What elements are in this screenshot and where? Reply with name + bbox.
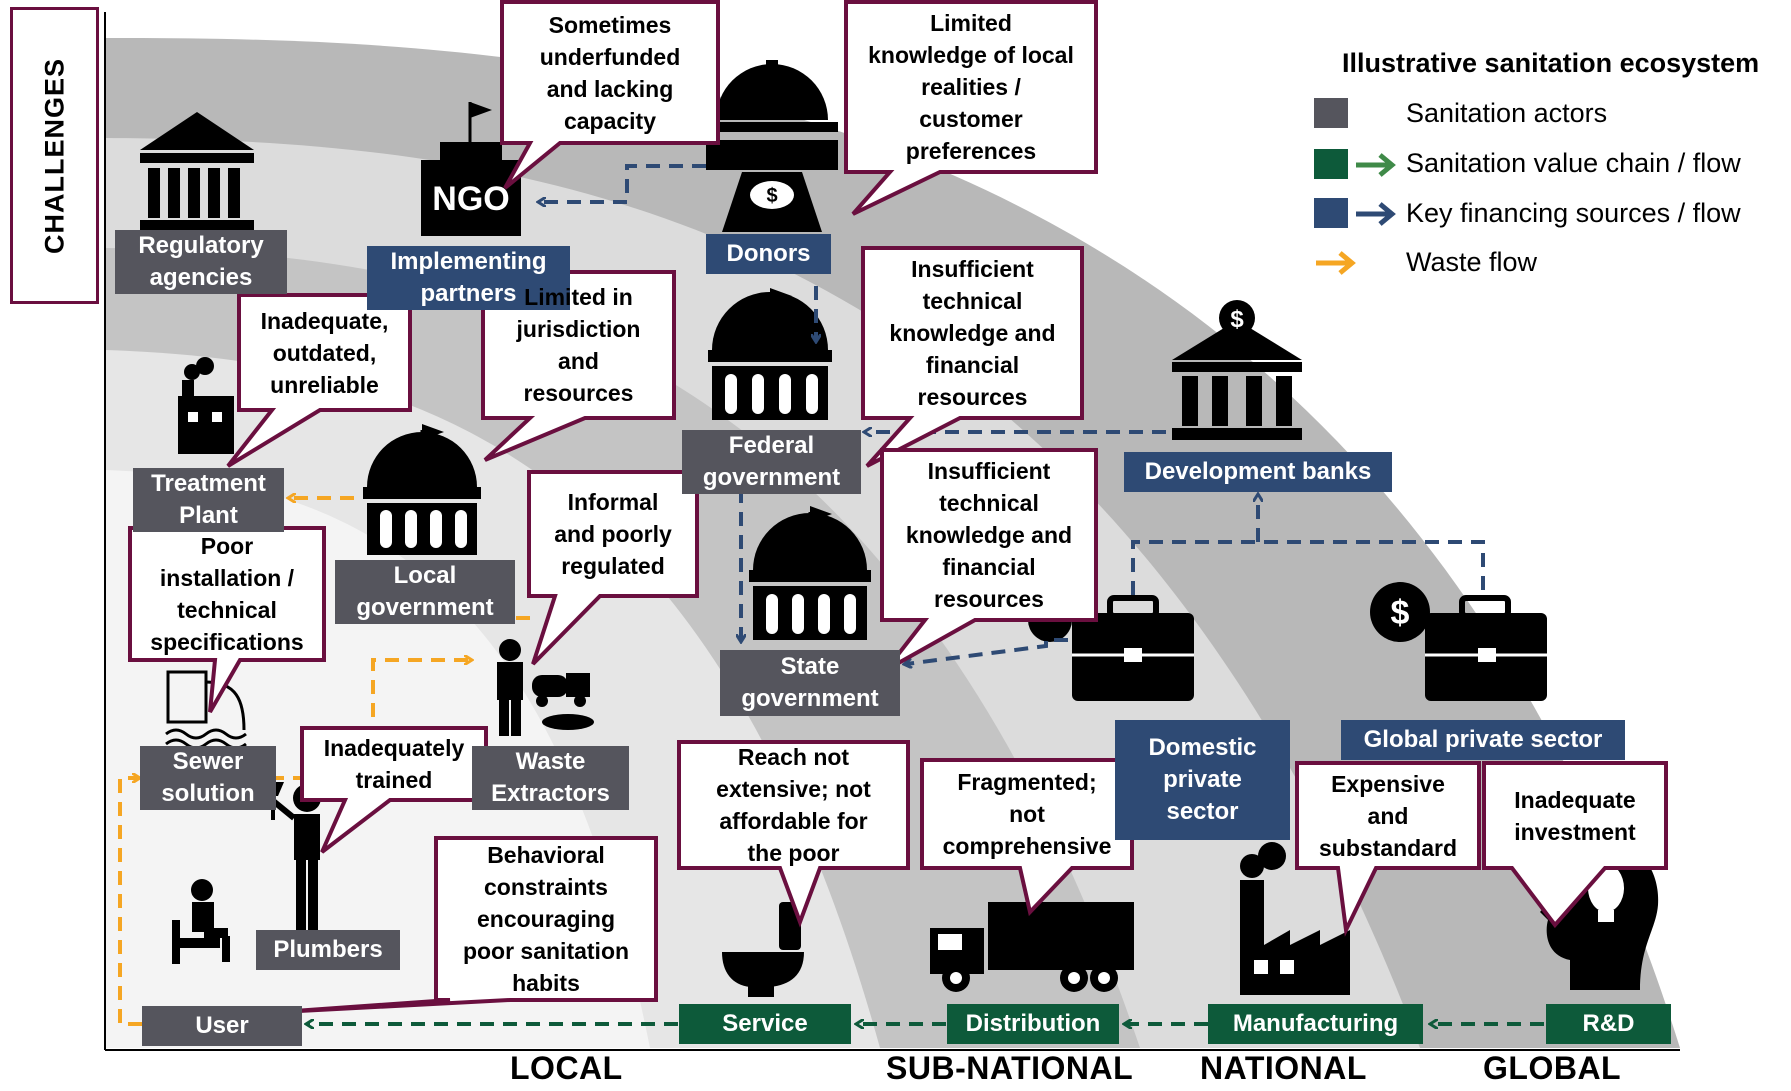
actor-development-banks: Development banks xyxy=(1124,452,1392,492)
scale-label-global: GLOBAL xyxy=(1483,1050,1622,1086)
callout-insufficient-federal: Insufficient technical knowledge and fin… xyxy=(889,256,1056,410)
callout-expensive: Expensive and substandard xyxy=(1318,770,1458,861)
factory-icon xyxy=(178,357,234,454)
callout-poor-installation: Poor installation / technical specificat… xyxy=(150,533,304,655)
actor-manufacturing: Manufacturing xyxy=(1208,1004,1423,1044)
callout-behavioral: Behavioral constraints encouraging poor … xyxy=(462,842,630,996)
svg-text:NGO: NGO xyxy=(432,180,509,218)
scale-label-subnational: SUB-NATIONAL xyxy=(886,1050,1134,1086)
ngo-building-icon: NGO xyxy=(421,102,521,236)
actor-rd: R&D xyxy=(1546,1004,1671,1044)
actor-service: Service xyxy=(679,1004,851,1044)
briefcase-dollar-icon: $ xyxy=(1370,582,1547,701)
finance-flow-private-devbank xyxy=(1131,540,1485,595)
scale-label-national: NATIONAL xyxy=(1200,1050,1367,1086)
challenges-label: CHALLENGES xyxy=(39,57,69,254)
legend-arrow-financing xyxy=(1356,202,1396,226)
actor-user: User xyxy=(142,1006,302,1046)
actor-treatment-plant: Treatment Plant xyxy=(133,468,284,532)
waste-flow-user-sewer xyxy=(118,778,142,1026)
svg-text:$: $ xyxy=(1230,306,1244,333)
actor-distribution: Distribution xyxy=(947,1004,1119,1044)
waste-flow-to-extractors xyxy=(371,660,470,740)
actor-plumbers: Plumbers xyxy=(256,930,400,970)
legend-label-actors: Sanitation actors xyxy=(1406,98,1608,128)
legend-arrow-waste xyxy=(1316,251,1356,275)
finance-flow-donors-ngo xyxy=(540,164,706,202)
actor-waste-extractors: Waste Extractors xyxy=(472,746,629,810)
callout-reach: Reach not extensive; not affordable for … xyxy=(716,744,871,866)
bank-building-icon xyxy=(140,112,254,232)
actor-domestic-private-sector: Domestic private sector xyxy=(1115,720,1290,840)
callout-limited-knowledge: Limited knowledge of local realities / c… xyxy=(868,10,1074,164)
actor-state-government: State government xyxy=(720,650,900,716)
callout-insufficient-state: Insufficient technical knowledge and fin… xyxy=(905,458,1073,612)
callout-inadequate-investment: Inadequate investment xyxy=(1514,786,1636,845)
actor-regulatory-agencies: Regulatory agencies xyxy=(115,230,287,294)
callout-limited-jurisdiction: Limited in jurisdiction and resources xyxy=(516,284,641,406)
capitol-icon xyxy=(708,288,832,420)
legend-label-financing: Key financing sources / flow xyxy=(1406,198,1741,228)
callout-fragmented: Fragmented; not comprehensive xyxy=(942,769,1112,859)
actor-implementing-partners: Implementing partners xyxy=(367,246,570,310)
actor-federal-government: Federal government xyxy=(682,430,861,494)
legend-swatch-financing xyxy=(1314,198,1348,228)
factory-icon xyxy=(1240,842,1350,995)
toilet-user-icon xyxy=(172,879,230,964)
finance-flow-domestic-state xyxy=(906,638,1068,664)
callout-shapes xyxy=(128,0,1668,1014)
scale-label-local: LOCAL xyxy=(510,1050,623,1086)
toilet-icon xyxy=(722,902,804,997)
legend-swatch-value-chain xyxy=(1314,149,1348,179)
bank-dollar-icon: $ xyxy=(1172,300,1302,440)
actor-global-private-sector: Global private sector xyxy=(1341,720,1625,760)
callout-underfunded: Sometimes underfunded and lacking capaci… xyxy=(539,11,681,134)
actor-sewer-solution: Sewer solution xyxy=(140,746,276,810)
legend-arrow-value-chain xyxy=(1356,153,1396,177)
svg-text:$: $ xyxy=(1391,594,1410,632)
svg-text:$: $ xyxy=(766,185,777,207)
legend-label-value-chain: Sanitation value chain / flow xyxy=(1406,148,1741,178)
callout-inadequately-trained: Inadequately trained xyxy=(323,735,465,793)
capitol-icon xyxy=(363,424,481,555)
capitol-money-icon: $ xyxy=(706,60,838,232)
legend-swatch-actors xyxy=(1314,98,1348,128)
legend-title: Illustrative sanitation ecosystem xyxy=(1342,48,1760,78)
challenges-label-box: CHALLENGES xyxy=(10,7,99,304)
legend-label-waste: Waste flow xyxy=(1406,247,1538,277)
callout-inadequate-outdated: Inadequate, outdated, unreliable xyxy=(260,307,389,398)
callout-informal: Informal and poorly regulated xyxy=(554,489,672,579)
actor-donors: Donors xyxy=(706,234,831,274)
actor-local-government: Local government xyxy=(335,560,515,624)
truck-worker-icon xyxy=(497,639,594,736)
capitol-icon xyxy=(749,506,871,640)
truck-icon xyxy=(930,902,1134,992)
